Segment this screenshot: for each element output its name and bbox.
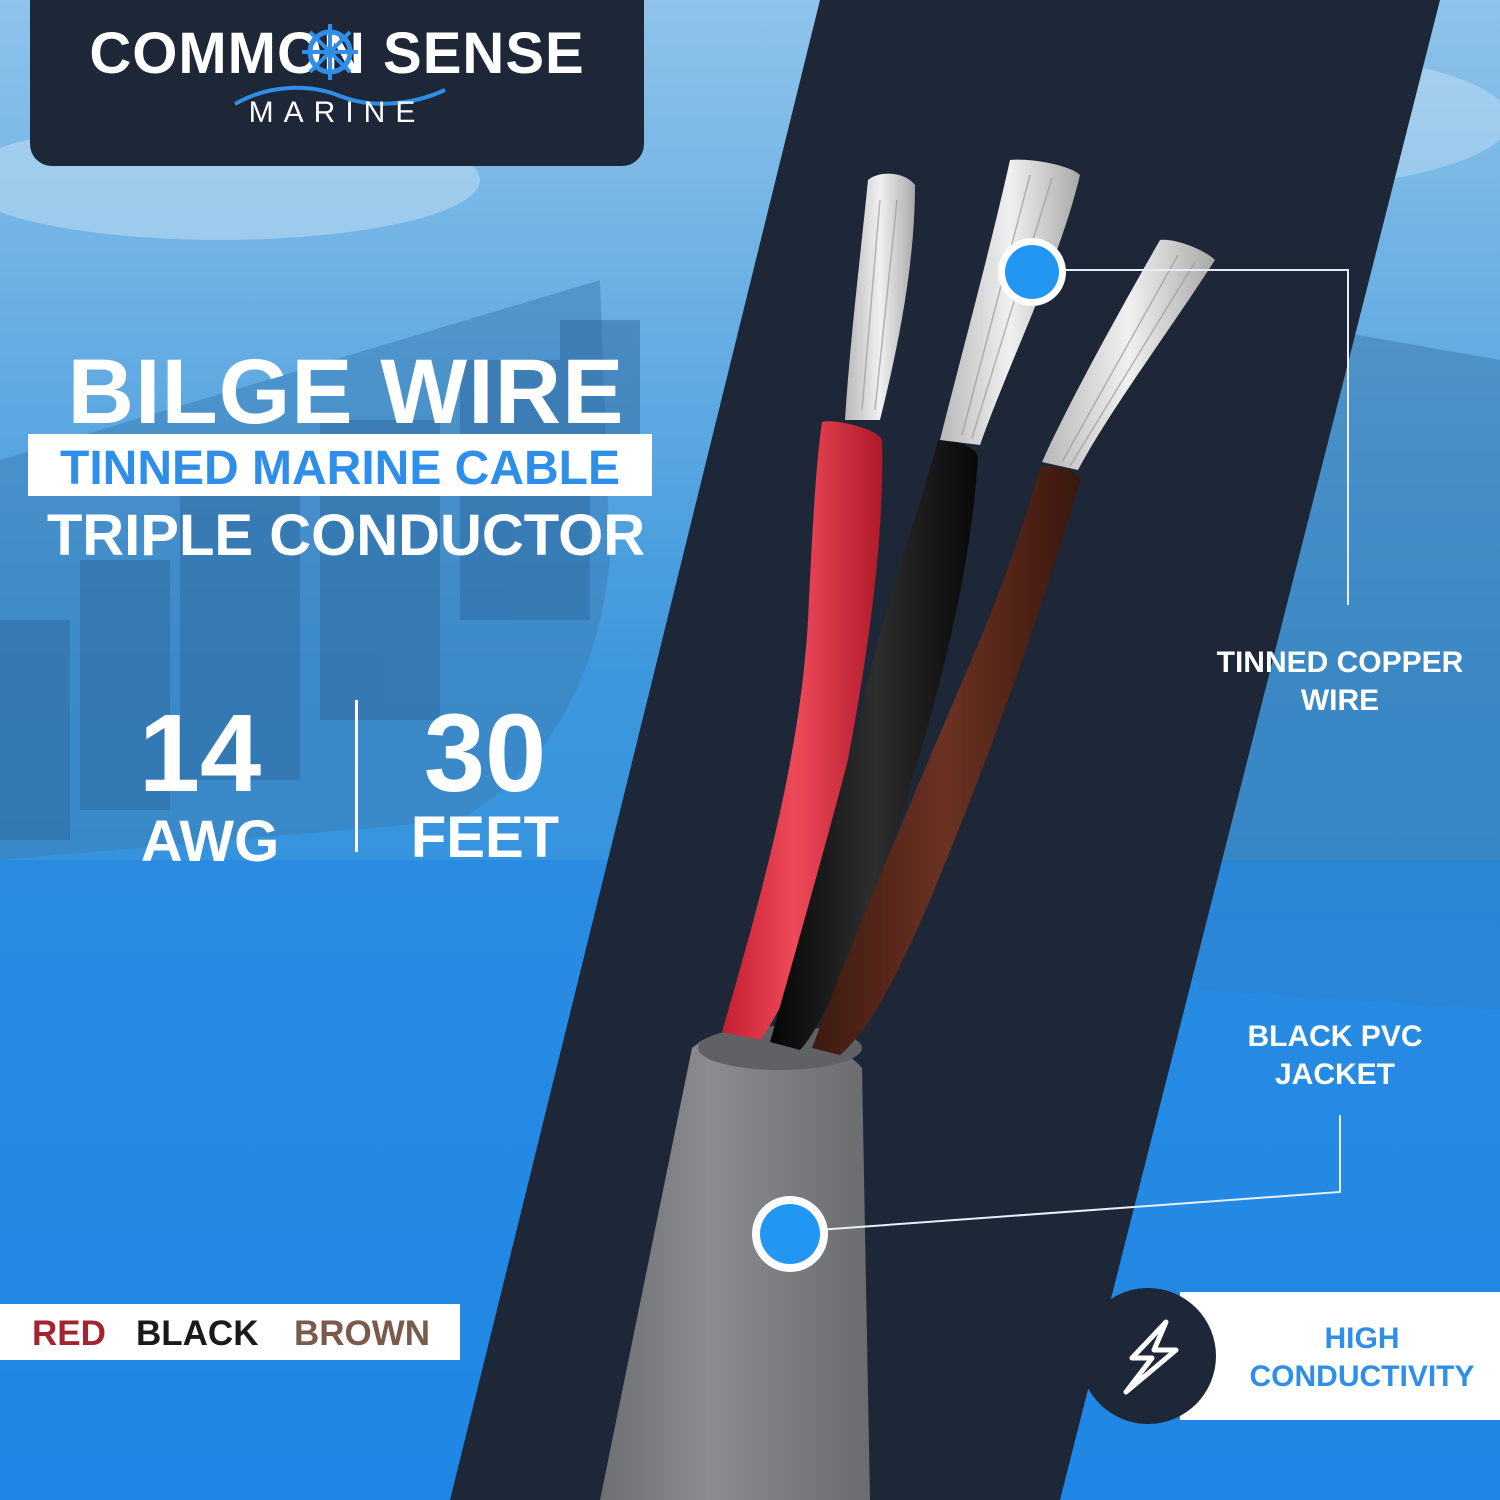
length-unit: FEET — [410, 805, 560, 870]
band-text: TINNED MARINE CABLE — [60, 442, 620, 495]
ship-wheel-icon — [302, 24, 358, 80]
feature-box: HIGH CONDUCTIVITY — [1180, 1292, 1500, 1420]
color-red: RED — [32, 1314, 106, 1353]
wave-icon — [234, 85, 446, 106]
spec-divider — [355, 700, 358, 852]
subheadline: TRIPLE CONDUCTOR — [46, 503, 646, 568]
color-brown: BROWN — [294, 1314, 431, 1353]
brand-logo: COMMON SENSE MARINE — [30, 0, 644, 166]
gauge-value: 14 — [138, 692, 262, 815]
length-value: 30 — [423, 692, 547, 815]
lightning-icon — [1123, 1319, 1179, 1395]
gauge-unit: AWG — [140, 809, 280, 874]
color-black: BLACK — [136, 1314, 259, 1353]
conductor-color-list: RED BLACK BROWN — [0, 1304, 460, 1360]
headline-band: TINNED MARINE CABLE — [28, 434, 652, 496]
brand-sub: MARINE — [248, 96, 426, 129]
copper-wire-callout: TINNED COPPER WIRE — [1216, 646, 1464, 717]
feature-icon-circle — [1080, 1288, 1216, 1424]
pvc-jacket-callout: BLACK PVC JACKET — [1247, 1020, 1423, 1091]
feature-text: HIGH CONDUCTIVITY — [1249, 1322, 1475, 1393]
headline: BILGE WIRE — [67, 341, 625, 443]
